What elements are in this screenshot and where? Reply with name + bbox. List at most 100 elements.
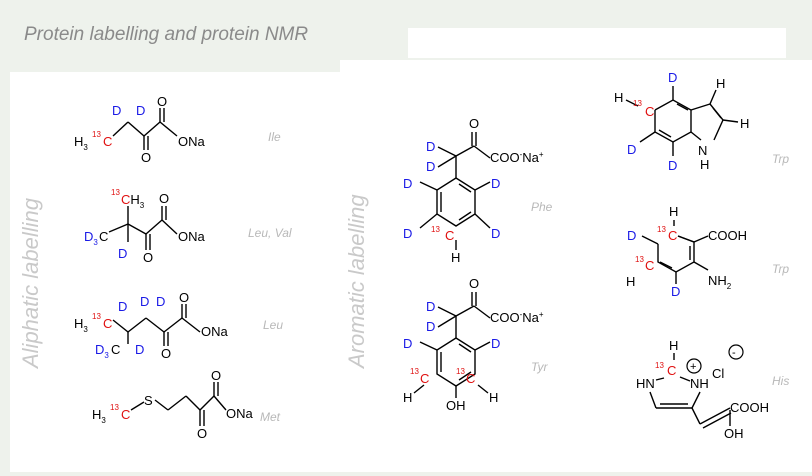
structure-leu-val: 13 CH3 D3 C D O O ONa	[84, 188, 206, 265]
atom-13c: C	[645, 104, 654, 119]
panel-top-right	[408, 28, 786, 58]
iso-13: 13	[633, 99, 642, 108]
atom-13c: C	[445, 228, 454, 243]
atom-13c: C	[103, 134, 112, 149]
atom-d: D	[491, 336, 500, 351]
atom-d: D	[426, 299, 435, 314]
atom-d: D	[627, 142, 636, 157]
atom-d: D	[426, 139, 435, 154]
structure-ile: H3 13 C D D O O ONa	[74, 94, 206, 165]
atom-h: H	[403, 390, 412, 405]
atom-oh: OH	[724, 426, 744, 441]
atom-h3: H3	[92, 407, 106, 425]
label-phe: Phe	[531, 200, 553, 214]
atom-o: O	[157, 94, 167, 109]
panel-aromatic	[340, 60, 812, 472]
atom-o: O	[469, 116, 479, 131]
atom-d: D	[671, 284, 680, 299]
label-trp-2: Trp	[772, 262, 790, 276]
iso-13: 13	[431, 225, 440, 234]
structure-trp-indole: H 13 C D D D H H N H	[614, 70, 749, 173]
atom-13c: C	[420, 371, 429, 386]
atom-13c: C	[466, 371, 475, 386]
atom-h: H	[740, 116, 749, 131]
structure-tyr: O COO-Na+ D D D D 13 C 13 C H H OH	[403, 276, 544, 413]
structure-leu: H3 13 C D D D D3 C D O O ONa	[74, 290, 229, 361]
label-his: His	[772, 374, 790, 388]
atom-d: D	[426, 159, 435, 174]
iso-13: 13	[111, 188, 120, 197]
atom-o: O	[211, 368, 221, 383]
page-title: Protein labelling and protein NMR	[24, 24, 309, 45]
atom-oh: OH	[446, 398, 466, 413]
atom-13c: C	[668, 228, 677, 243]
atom-nh: NH	[690, 376, 709, 391]
atom-d: D	[136, 103, 145, 118]
structure-his: H 13 C + - Cl HN NH COOH OH	[636, 338, 769, 441]
minus-charge-sign: -	[732, 347, 736, 359]
iso-13: 13	[410, 367, 419, 376]
atom-d: D	[118, 246, 127, 261]
label-met: Met	[260, 410, 281, 424]
atom-o: O	[143, 250, 153, 265]
atom-o: O	[197, 426, 207, 441]
structure-met: H3 13 C S O O ONa	[92, 368, 254, 441]
atom-n: N	[698, 143, 707, 158]
atom-coo-na: COO-Na+	[490, 310, 544, 325]
atom-13c: C	[103, 316, 112, 331]
atom-h: H	[700, 157, 709, 172]
atom-o: O	[161, 346, 171, 361]
atom-d3: D3	[95, 342, 109, 360]
iso-13: 13	[635, 255, 644, 264]
atom-d: D	[668, 70, 677, 85]
atom-d: D	[491, 226, 500, 241]
atom-13c: C	[667, 363, 676, 378]
atom-h: H	[716, 76, 725, 91]
atom-h3: H3	[74, 134, 88, 152]
atom-d: D	[156, 294, 165, 309]
atom-d: D	[426, 319, 435, 334]
atom-d: D	[403, 226, 412, 241]
atom-13c: C	[645, 258, 654, 273]
atom-hn: HN	[636, 376, 655, 391]
atom-o: O	[469, 276, 479, 291]
label-leu-val: Leu, Val	[248, 226, 292, 240]
structure-trp-anthranilic: H 13 C D 13 C H D COOH NH2	[626, 204, 747, 299]
atom-h: H	[489, 390, 498, 405]
atom-h: H	[626, 274, 635, 289]
atom-ona: ONa	[178, 134, 206, 149]
atom-cooh: COOH	[708, 228, 747, 243]
plus-charge-sign: +	[690, 361, 696, 373]
atom-d: D	[627, 228, 636, 243]
iso-13: 13	[110, 403, 119, 412]
atom-d: D	[135, 342, 144, 357]
atom-d: D	[140, 294, 149, 309]
atom-h: H	[669, 338, 678, 353]
atom-coo-na: COO-Na+	[490, 150, 544, 165]
atom-o: O	[159, 191, 169, 206]
atom-h: H	[669, 204, 678, 219]
atom-ona: ONa	[178, 229, 206, 244]
structure-phe: O COO-Na+ D D D D D D 13 C H	[403, 116, 544, 265]
atom-d: D	[403, 176, 412, 191]
atom-o: O	[179, 290, 189, 305]
iso-13: 13	[92, 130, 101, 139]
atom-cl: Cl	[712, 366, 724, 381]
iso-13: 13	[657, 225, 666, 234]
atom-d: D	[491, 176, 500, 191]
label-trp-1: Trp	[772, 152, 790, 166]
atom-o: O	[141, 150, 151, 165]
atom-h3: H3	[74, 316, 88, 334]
atom-d: D	[403, 336, 412, 351]
atom-c: C	[111, 342, 120, 357]
atom-d: D	[118, 299, 127, 314]
atom-ona: ONa	[201, 324, 229, 339]
plus-charge-icon	[686, 358, 702, 374]
iso-13: 13	[655, 361, 664, 370]
atom-ch3: CH3	[121, 192, 145, 210]
atom-13c: C	[121, 407, 130, 422]
atom-d3: D3	[84, 229, 98, 247]
atom-h: H	[614, 90, 623, 105]
label-leu: Leu	[263, 318, 284, 332]
